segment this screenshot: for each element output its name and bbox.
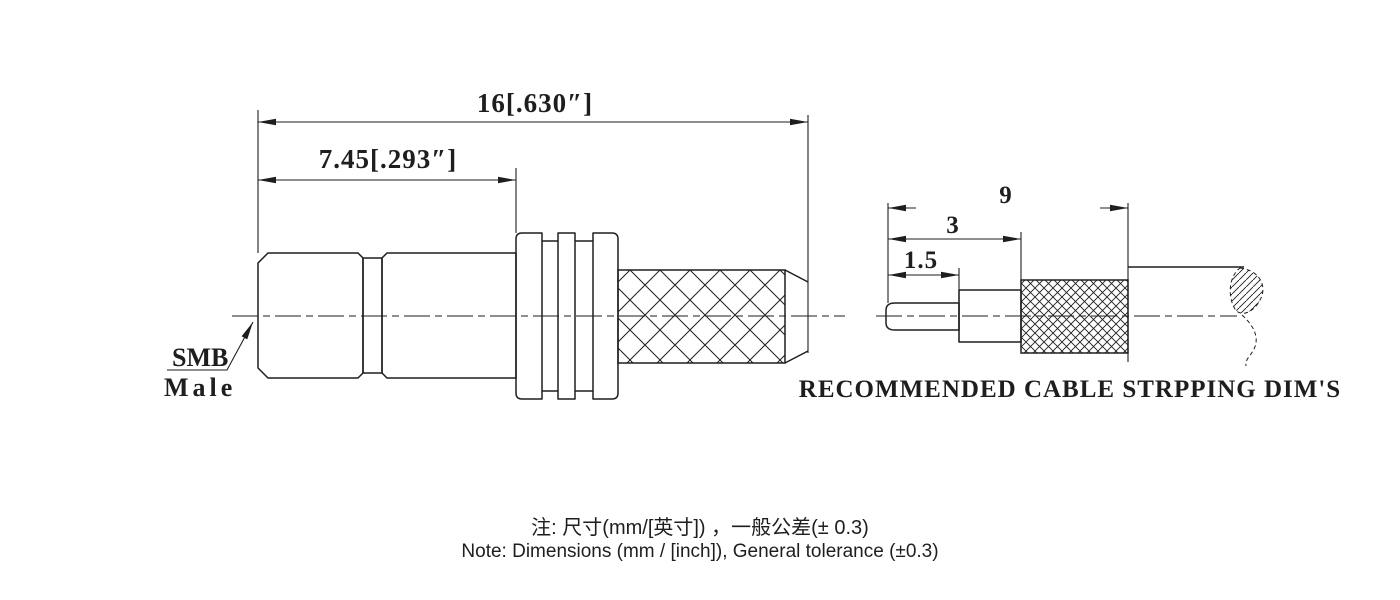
braid-shield xyxy=(1020,279,1129,354)
flange-rib-2 xyxy=(557,232,576,400)
drawing-notes: 注: 尺寸(mm/[英寸]) ，一般公差(± 0.3) Note: Dimens… xyxy=(0,516,1400,564)
conductor-strip-dimension-label: 1.5 xyxy=(904,247,938,274)
ferrule-tip-chamfer xyxy=(784,269,809,364)
jacket-break-section xyxy=(1229,267,1264,314)
flange-rib-3 xyxy=(592,232,619,400)
braid-strip-dimension-label: 3 xyxy=(946,212,960,239)
connector-type-label: SMB xyxy=(172,343,228,372)
inner-dimension-label: 7.45[.293″] xyxy=(319,144,457,174)
flange-groove-lines xyxy=(542,240,593,392)
overall-dimension-label: 16[.630″] xyxy=(477,88,593,118)
jacket-strip-dimension-label: 9 xyxy=(999,182,1013,209)
center-conductor xyxy=(885,302,960,331)
knurled-crimp-ferrule xyxy=(617,269,786,364)
stripping-caption: RECOMMENDED CABLE STRPPING DIM'S xyxy=(799,376,1341,403)
smb-connector-view: 16[.630″] 7.45[.293″] SMB Male xyxy=(164,88,845,402)
cable-stripping-view: 9 3 1.5 RECOMMENDED CABLE STRPPING DIM'S xyxy=(799,182,1341,403)
label-leader-line xyxy=(167,321,254,371)
connector-gender-label: Male xyxy=(164,373,236,402)
note-line-english: Note: Dimensions (mm / [inch]), General … xyxy=(461,541,939,562)
flange-rib-1 xyxy=(515,232,543,400)
note-line-chinese: 注: 尺寸(mm/[英寸]) ，一般公差(± 0.3) xyxy=(531,517,869,539)
cable-break-curve xyxy=(1241,314,1257,367)
